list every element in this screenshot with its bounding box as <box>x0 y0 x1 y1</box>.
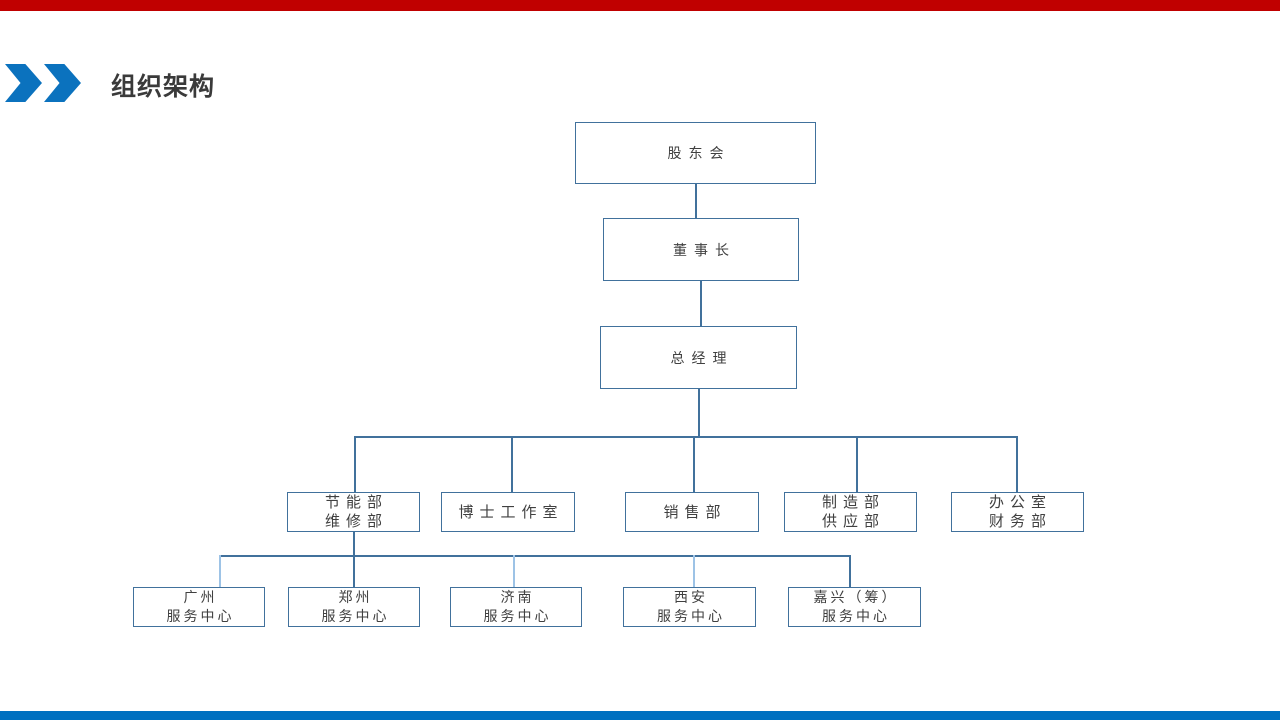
org-node-sales-dept: 销售部 <box>625 492 759 532</box>
connector-drop-doctor-studio <box>511 436 513 492</box>
chevron-icon <box>5 64 42 102</box>
org-node-jiaxing-service-center: 嘉兴（筹） 服务中心 <box>788 587 921 627</box>
page-title: 组织架构 <box>111 73 216 101</box>
connector-drop-jiaxing <box>849 555 851 587</box>
connector-drop-guangzhou <box>219 555 221 587</box>
org-node-jinan-service-center: 济南 服务中心 <box>450 587 582 627</box>
top-accent-bar <box>0 0 1280 11</box>
bottom-accent-bar <box>0 711 1280 720</box>
org-node-general-manager: 总经理 <box>600 326 797 389</box>
connector-gm-bus <box>698 389 700 436</box>
connector-drop-sales <box>693 436 695 492</box>
org-node-energy-saving-maintenance-dept: 节能部 维修部 <box>287 492 420 532</box>
connector-drop-zhengzhou <box>353 555 355 587</box>
org-node-guangzhou-service-center: 广州 服务中心 <box>133 587 265 627</box>
connector-drop-manufacturing <box>856 436 858 492</box>
chevron-icon <box>44 64 81 102</box>
org-node-chairman: 董事长 <box>603 218 799 281</box>
connector-drop-jinan <box>513 555 515 587</box>
connector-drop-energy <box>354 436 356 492</box>
org-node-xian-service-center: 西安 服务中心 <box>623 587 756 627</box>
connector-chairman-gm <box>700 281 702 326</box>
org-node-zhengzhou-service-center: 郑州 服务中心 <box>288 587 420 627</box>
connector-energy-bus2 <box>353 532 355 555</box>
connector-drop-office <box>1016 436 1018 492</box>
connector-service-bus <box>219 555 850 557</box>
connector-drop-xian <box>693 555 695 587</box>
connector-shareholders-chairman <box>695 184 697 218</box>
double-chevron-icon <box>5 64 85 102</box>
org-node-manufacturing-supply-dept: 制造部 供应部 <box>784 492 917 532</box>
org-node-office-finance-dept: 办公室 财务部 <box>951 492 1084 532</box>
org-node-shareholders-meeting: 股东会 <box>575 122 816 184</box>
org-node-doctor-studio: 博士工作室 <box>441 492 575 532</box>
connector-dept-bus <box>354 436 1017 438</box>
